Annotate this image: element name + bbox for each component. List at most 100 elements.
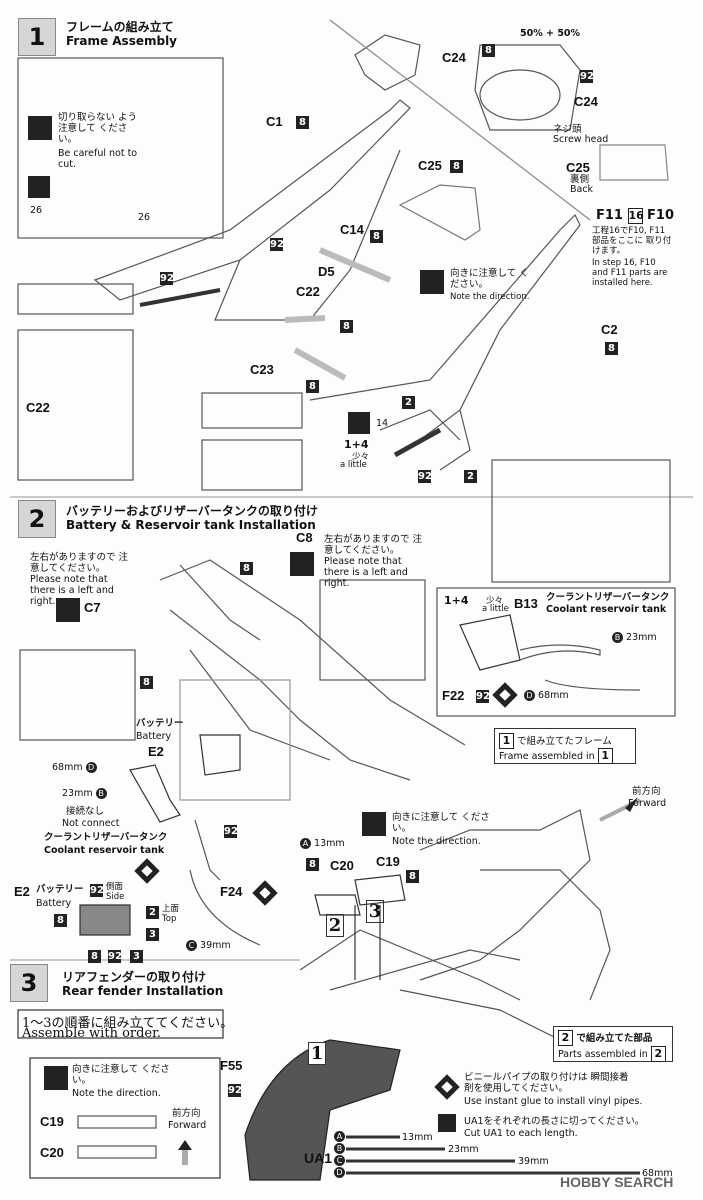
step1-title-jp: フレームの組み立て <box>66 20 174 34</box>
len-d-68mm-2: 68mm D <box>52 762 97 773</box>
parts-assembled-en: Parts assembled in <box>558 1049 648 1060</box>
order-en: Assemble with order. <box>22 1026 162 1041</box>
part-c1: C1 <box>266 114 283 129</box>
part-f55: F55 <box>220 1058 243 1073</box>
a-little-en-2: a little <box>482 604 509 614</box>
part-b13: B13 <box>514 596 538 611</box>
frame-assembled-en-row: Frame assembled in 1 <box>499 748 613 764</box>
frame-assembled-jp: で組み立てたフレーム <box>517 736 612 747</box>
step-number-2: 2 <box>18 500 56 538</box>
frame-assembled-en: Frame assembled in <box>499 751 595 762</box>
part-c24-detail: C24 <box>574 94 598 109</box>
not-connect-jp: 接続なし <box>66 806 105 817</box>
paint-chip-92: 92 <box>418 470 432 483</box>
ua1-a-marker: A <box>334 1131 345 1142</box>
paint-chip-2: 2 <box>146 906 159 919</box>
note-lr2-en: Please note that there is a left and rig… <box>324 556 408 589</box>
part-f24: F24 <box>220 884 243 899</box>
paint-chip-92: 92 <box>228 1084 242 1097</box>
top-en: Top <box>162 914 177 924</box>
star-icon <box>348 412 370 434</box>
not-connect-en: Not connect <box>62 818 120 829</box>
c25-back-jp: 裏側 <box>570 174 590 185</box>
a-little-jp-2: 少々 <box>486 596 504 606</box>
parts-assembled-box: 2 で組み立てた部品 Parts assembled in 2 <box>553 1026 673 1062</box>
vinyl-jp: ビニールパイプの取り付けは 瞬間接着剤を使用してください。 <box>464 1072 629 1094</box>
paint-chip-92: 92 <box>108 950 122 963</box>
paint-chip-8: 8 <box>306 380 319 393</box>
step2-direction-en: Note the direction. <box>392 836 481 847</box>
paint-chip-8: 8 <box>54 914 67 927</box>
f-label-jp: 工程16でF10, F11部品をここに 取り付けます。 <box>592 226 672 256</box>
step3-title-en: Rear fender Installation <box>62 984 224 998</box>
step3-direction-jp: 向きに注意して ください。 <box>72 1064 170 1086</box>
screw-head-en: Screw head <box>553 134 609 145</box>
glue-mix-2: 1+4 <box>444 594 469 607</box>
paint-brush-icon <box>420 270 444 294</box>
ua1-label: UA1 <box>304 1150 333 1166</box>
part-e2: E2 <box>148 744 164 759</box>
e2-battery-jp: バッテリー <box>36 884 84 895</box>
cut-jp: UA1をそれぞれの長さに切ってください。 <box>464 1116 645 1127</box>
note-lr2-jp: 左右がありますので 注意してください。 <box>324 534 423 556</box>
part-c8: C8 <box>296 530 313 545</box>
step3-title-jp: リアフェンダーの取り付け <box>62 970 207 984</box>
coolant-jp: クーラントリザーバータンク <box>44 832 168 843</box>
part-f22: F22 <box>442 688 465 703</box>
paint-brush-icon <box>44 1066 68 1090</box>
ua1-len-d: 68mm <box>642 1168 673 1179</box>
part-c24: C24 <box>442 50 466 65</box>
frame-assembled-box: 1 で組み立てたフレーム Frame assembled in 1 <box>494 728 636 764</box>
direction-en: Note the direction. <box>450 292 530 302</box>
step3-forward-en: Forward <box>168 1120 207 1131</box>
battery-en: Battery <box>136 731 172 742</box>
step2-title-en: Battery & Reservoir tank Installation <box>66 518 316 532</box>
order-1-marker: 1 <box>308 1042 326 1065</box>
paint-chip-8: 8 <box>306 858 319 871</box>
step-ref-1: 1 <box>499 733 514 749</box>
paint-chip-8: 8 <box>240 562 253 575</box>
part-e2-battery: E2 <box>14 884 30 899</box>
step2-direction-jp: 向きに注意して ください。 <box>392 812 490 834</box>
part-c22-detail: C22 <box>26 400 50 415</box>
glue-mix: 1+4 <box>344 438 369 451</box>
c25-back-en: Back <box>570 184 594 195</box>
paint-chip-3: 3 <box>146 928 159 941</box>
part-f11: F11 <box>596 208 623 223</box>
note-lr-jp: 左右がありますので 注意してください。 <box>30 552 129 574</box>
part-c2: C2 <box>601 322 618 337</box>
step-ref-2: 2 <box>558 1030 573 1046</box>
screw-head-jp: ネジ頭 <box>553 124 582 135</box>
paint-chip-8: 8 <box>340 320 353 333</box>
step-ref-2b: 2 <box>650 1046 666 1062</box>
paint-chip-2: 2 <box>402 396 415 409</box>
step3-direction-en: Note the direction. <box>72 1088 161 1099</box>
part-f10: F10 <box>647 208 675 223</box>
cut-en: Cut UA1 to each length. <box>464 1128 578 1139</box>
direction-jp: 向きに注意して ください。 <box>450 268 529 290</box>
paint-chip-8: 8 <box>140 676 153 689</box>
ua1-b-marker: B <box>334 1143 345 1154</box>
paint-chip-8: 8 <box>370 230 383 243</box>
part-c19: C19 <box>376 854 400 869</box>
coolant-en: Coolant reservoir tank <box>44 845 165 856</box>
paint-chip-92: 92 <box>224 825 238 838</box>
len-b-23mm: B 23mm <box>612 632 657 643</box>
forward-jp: 前方向 <box>632 786 661 797</box>
note-lr-en: Please note that there is a left and rig… <box>30 574 114 607</box>
part-c25-detail: C25 <box>566 160 590 175</box>
side-jp: 側面 <box>106 882 124 892</box>
paint-chip-92: 92 <box>90 884 104 897</box>
caution-en: Be careful not to cut. <box>58 148 138 170</box>
parts-assembled-jp: で組み立てた部品 <box>576 1033 653 1044</box>
paint-chip-2: 2 <box>464 470 477 483</box>
part-c19-detail: C19 <box>40 1114 64 1129</box>
step3-forward-jp: 前方向 <box>172 1108 201 1119</box>
top-jp: 上面 <box>162 904 180 914</box>
len-c-39mm: C 39mm <box>186 940 231 951</box>
paint-chip-8: 8 <box>296 116 309 129</box>
step2-title-jp: バッテリーおよびリザーバータンクの取り付け <box>66 504 318 518</box>
paint-chip-3: 3 <box>130 950 143 963</box>
step-ref-1b: 1 <box>597 748 613 764</box>
